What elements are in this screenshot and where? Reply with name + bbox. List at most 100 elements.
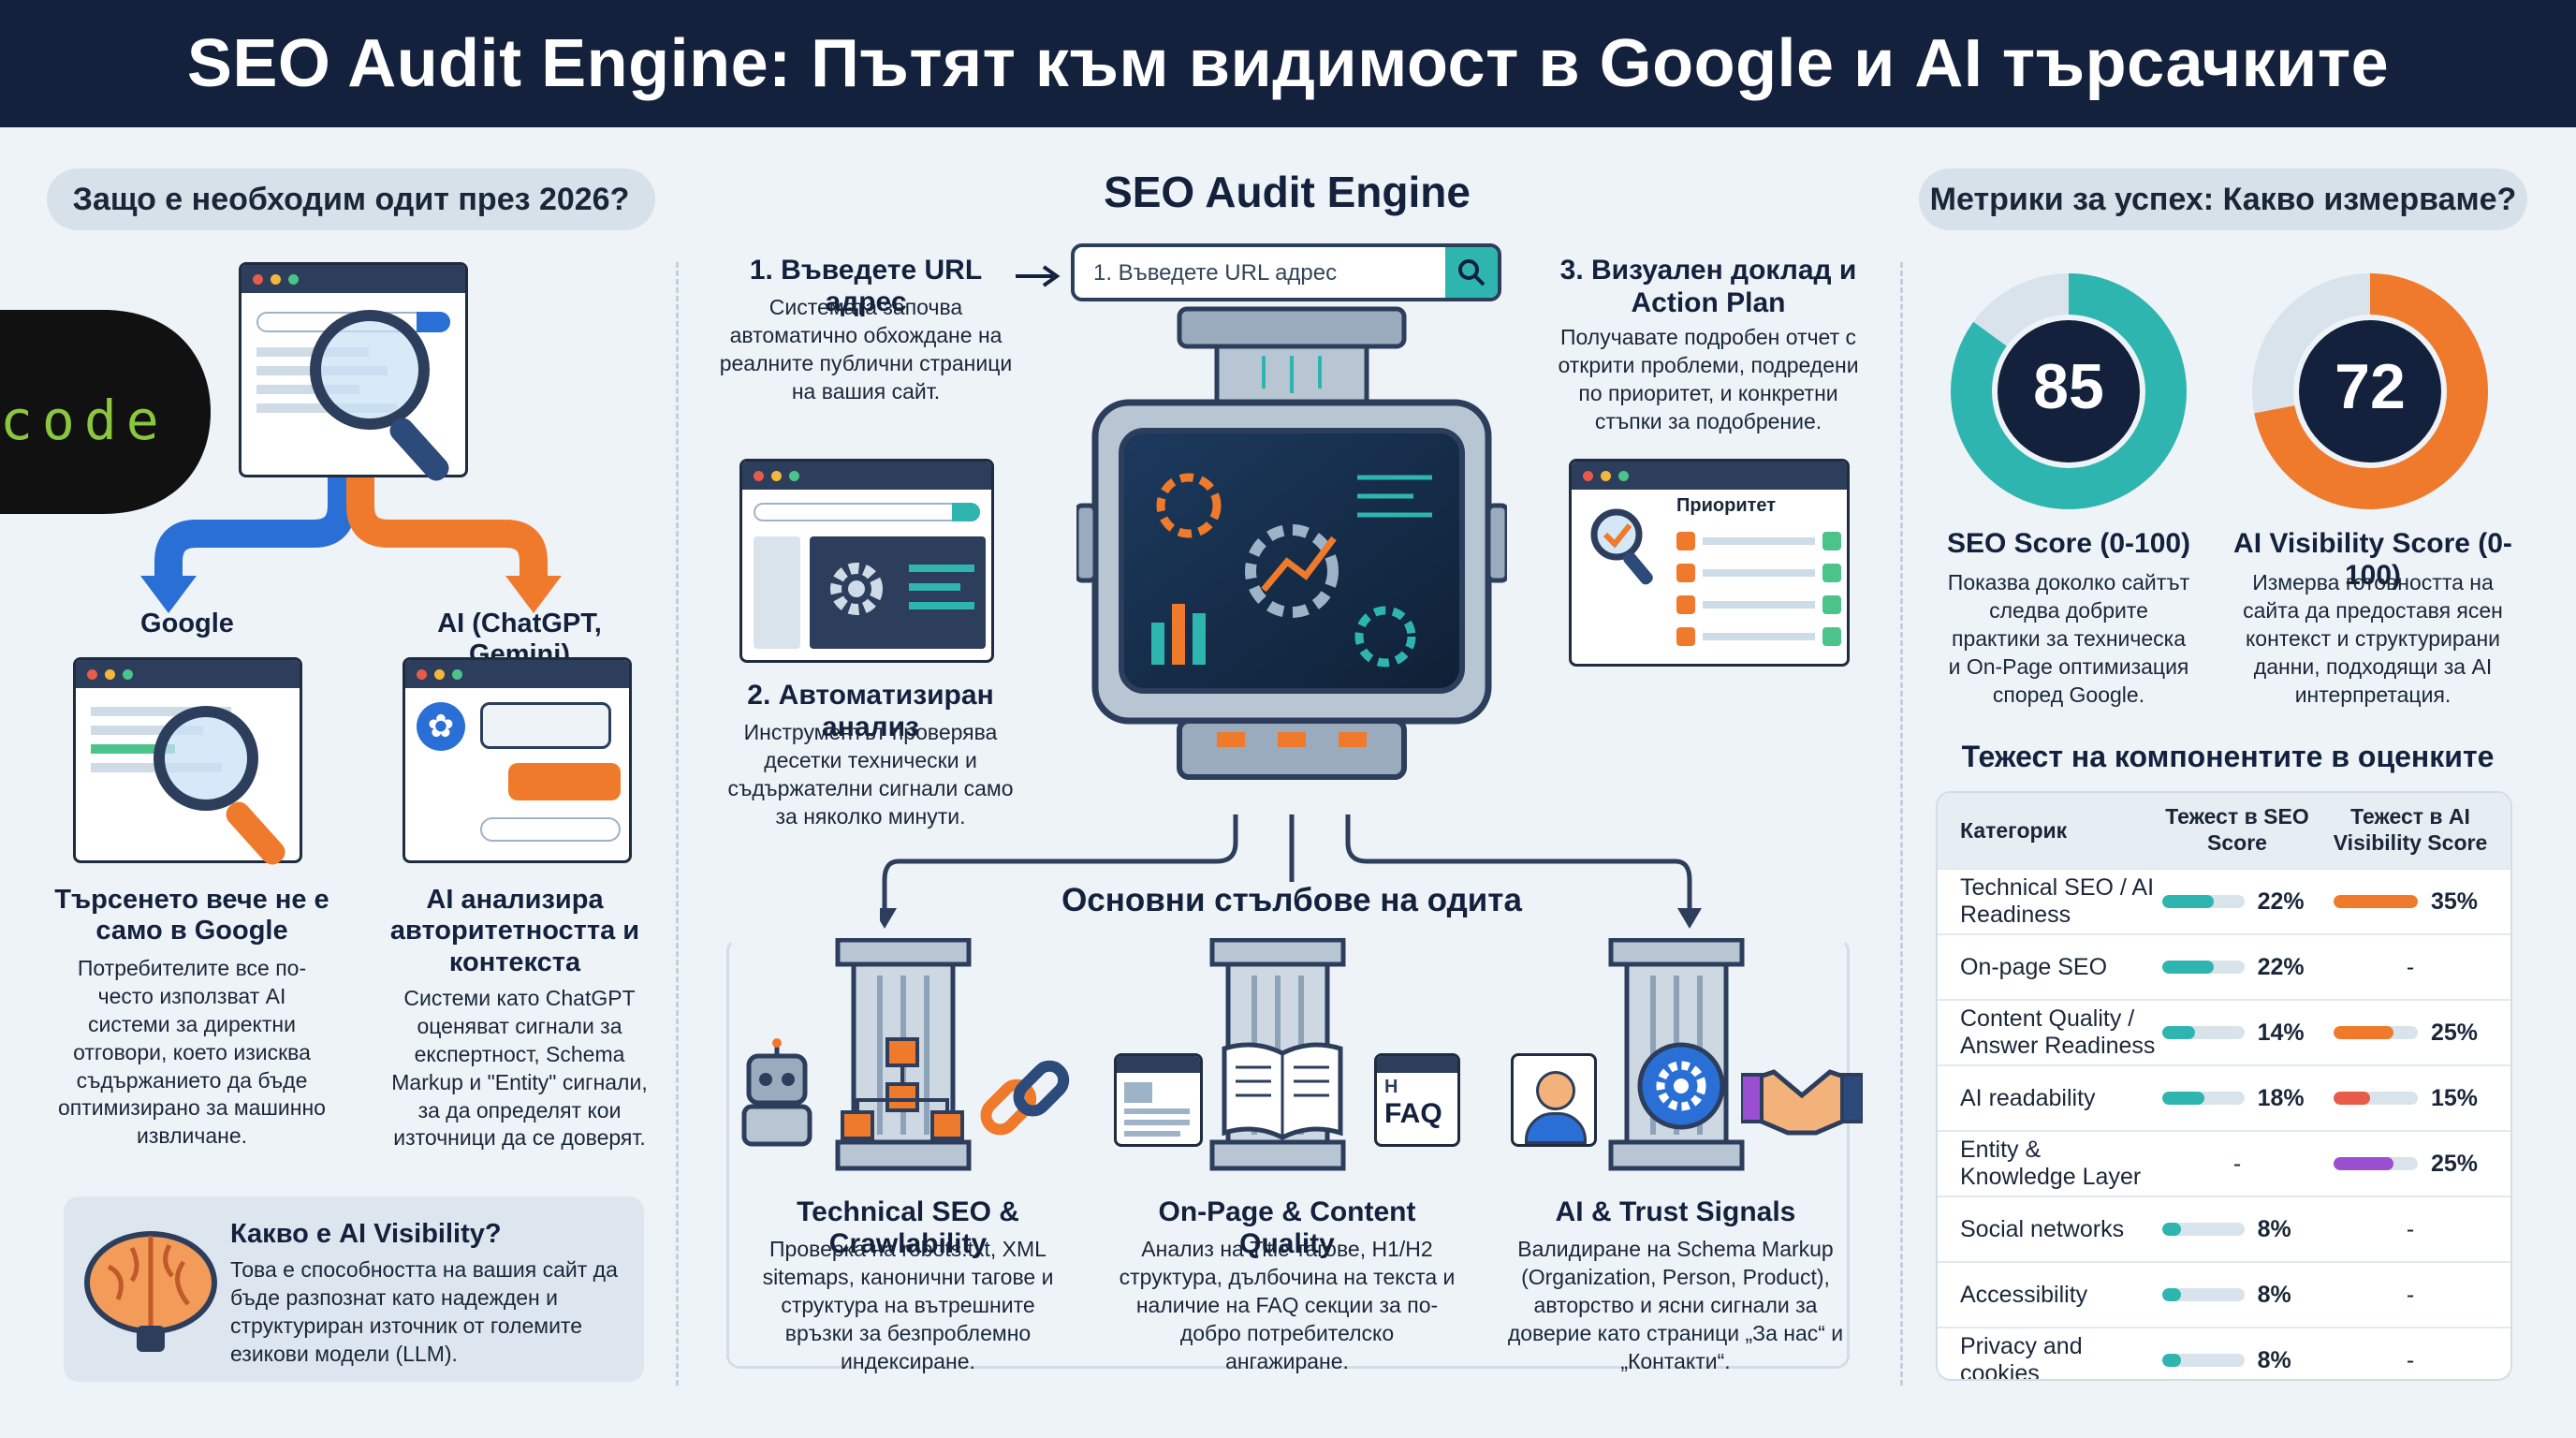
step2-body: Инструментът проверява десетки техническ… — [727, 720, 1014, 829]
openai-icon: ✿ — [417, 702, 465, 751]
row-seo-weight: 8% — [2162, 1282, 2312, 1309]
step1-body: Системата започва автоматично обхождане … — [719, 295, 1013, 404]
table-row: On-page SEO 22% - — [1938, 933, 2510, 999]
seo-score-body: Показва доколко сайтът следва добрите пр… — [1947, 570, 2190, 707]
pillar-2-title: On-Page & Content Quality — [1158, 1196, 1416, 1259]
pillar-2-body: Анализ на Title тагове, H1/H2 структура,… — [1119, 1237, 1456, 1373]
row-ai-weight-value: 35% — [2431, 888, 2479, 915]
row-ai-weight-value: - — [2406, 1215, 2415, 1242]
row-ai-weight: 25% — [2312, 1151, 2499, 1178]
arrow-right-icon — [1016, 265, 1062, 287]
audit-machine-illustration — [1074, 300, 1510, 829]
seo-score-gauge: 85 — [1945, 268, 2192, 515]
row-seo-weight-fill — [2162, 1092, 2205, 1105]
row-ai-weight-fill — [2334, 895, 2418, 908]
divider-left — [676, 262, 679, 1386]
url-input[interactable]: 1. Въведете URL адрес — [1093, 260, 1338, 286]
row-seo-weight: 8% — [2162, 1216, 2312, 1243]
row-seo-weight-value: 8% — [2257, 1215, 2291, 1242]
step2-title: 2. Автоматизиран анализ — [747, 680, 994, 742]
link-icon — [973, 1047, 1076, 1150]
row-ai-weight-bar — [2334, 1092, 2418, 1105]
ai-score-title: AI Visibility Score (0-100) — [2233, 528, 2512, 591]
left-pill: Защо е необходим одит през 2026? — [47, 169, 655, 230]
report-magnifier-icon — [1585, 503, 1660, 596]
right-pill: Метрики за успех: Какво измерваме? — [1919, 169, 2527, 230]
row-seo-weight-value: - — [2232, 1150, 2242, 1177]
row-category: Technical SEO / AI Readiness — [1960, 874, 2155, 928]
ai-score-value: 72 — [2334, 351, 2406, 422]
row-seo-weight-fill — [2162, 961, 2215, 974]
trust-gear-icon — [1634, 1039, 1728, 1133]
search-icon — [1458, 259, 1486, 286]
table-row: Technical SEO / AI Readiness 22% 35% — [1938, 868, 2510, 933]
table-row: Entity & Knowledge Layer - 25% — [1938, 1130, 2510, 1196]
table-row: Content Quality / Answer Readiness 14% 25% — [1938, 999, 2510, 1064]
ai-visibility-box: Какво е AI Visibility? Това е способност… — [64, 1196, 644, 1382]
pillars-title: Основни стълбове на одита — [1011, 882, 1573, 919]
row-seo-weight-value: 22% — [2257, 888, 2305, 915]
url-search-bar[interactable]: 1. Въведете URL адрес — [1071, 243, 1501, 301]
faq-icon: H FAQ — [1374, 1053, 1460, 1147]
book-icon — [1217, 1034, 1348, 1147]
ai-chat-window: ✿ — [402, 657, 632, 863]
row-ai-weight: 25% — [2312, 1020, 2499, 1047]
table-title: Тежест на компонентите в оценките — [1961, 740, 2495, 773]
sitemap-icon — [833, 1030, 973, 1142]
row-seo-weight-fill — [2162, 1288, 2182, 1301]
branch-arrows — [140, 477, 571, 623]
row-seo-weight: 8% — [2162, 1347, 2312, 1374]
row-category: On-page SEO — [1960, 953, 2108, 980]
row-ai-weight: 15% — [2312, 1085, 2499, 1112]
row-seo-weight-value: 14% — [2257, 1019, 2305, 1046]
row-seo-weight-fill — [2162, 1026, 2196, 1039]
handshake-icon — [1741, 1058, 1863, 1142]
search-icon — [140, 693, 328, 880]
pillar-3-title: AI & Trust Signals — [1555, 1196, 1796, 1227]
step3-title: 3. Визуален доклад и Action Plan — [1559, 255, 1857, 318]
row-seo-weight: 22% — [2162, 888, 2312, 916]
row-ai-weight-value: 25% — [2431, 1019, 2479, 1046]
page-title: SEO Audit Engine: Пътят към видимост в G… — [186, 26, 2390, 101]
row-ai-weight-value: 25% — [2431, 1150, 2479, 1177]
row-seo-weight: - — [2162, 1151, 2312, 1178]
row-ai-weight-value: - — [2406, 1346, 2415, 1373]
pillar-connectors — [872, 814, 1704, 941]
robot-icon — [730, 1037, 824, 1150]
magnifier-icon — [300, 300, 487, 496]
row-ai-weight-fill — [2334, 1092, 2370, 1105]
row-seo-weight-value: 22% — [2257, 953, 2305, 980]
header-bar: SEO Audit Engine: Пътят към видимост в G… — [0, 0, 2576, 127]
center-title: SEO Audit Engine — [1104, 168, 1471, 216]
gear-icon — [819, 551, 894, 626]
row-seo-weight: 14% — [2162, 1020, 2312, 1047]
google-label: Google — [140, 609, 234, 638]
search-button[interactable] — [1445, 247, 1498, 298]
row-category: Entity & Knowledge Layer — [1960, 1137, 2142, 1190]
seo-score-value: 85 — [2033, 351, 2104, 422]
row-ai-weight: - — [2312, 1282, 2499, 1309]
priority-report-window: Приоритет — [1569, 459, 1850, 667]
seo-score-title: SEO Score (0-100) — [1946, 528, 2191, 559]
row-ai-weight: 35% — [2312, 888, 2499, 916]
weights-table: Категорик Тежест в SEO Score Тежест в AI… — [1936, 791, 2512, 1381]
row-ai-weight-value: - — [2406, 953, 2415, 980]
step3-body: Получавате подробен отчет с открити проб… — [1558, 325, 1859, 433]
table-header-ai: Тежест в AI Visibility Score — [2333, 804, 2488, 855]
row-ai-weight-value: 15% — [2431, 1084, 2479, 1111]
col2-body: Системи като ChatGPT оценяват сигнали за… — [391, 986, 648, 1151]
row-seo-weight-bar — [2162, 961, 2245, 974]
ai-score-body: Измерва готовността на сайта да предоста… — [2243, 570, 2503, 707]
row-seo-weight-bar — [2162, 1288, 2245, 1301]
dashboard-window — [739, 459, 994, 663]
row-seo-weight-value: 18% — [2257, 1084, 2305, 1111]
col2-title: AI анализира авторитетността и контекста — [389, 885, 640, 977]
row-seo-weight-bar — [2162, 1026, 2245, 1039]
row-ai-weight: - — [2312, 1347, 2499, 1374]
row-category: Content Quality / Answer Readiness — [1960, 1005, 2156, 1059]
divider-right — [1900, 262, 1903, 1386]
table-header-category: Категорик — [1960, 817, 2068, 843]
